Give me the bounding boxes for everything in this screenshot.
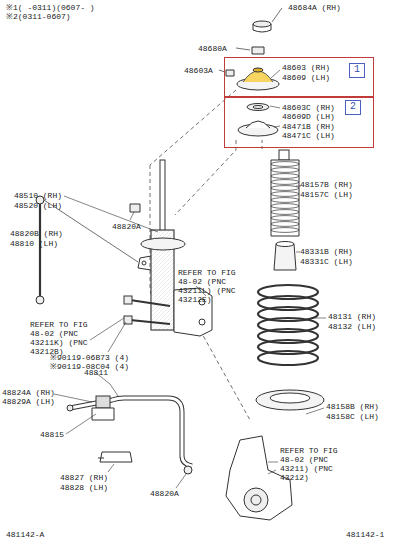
part-number: 48820B (RH)	[10, 229, 63, 238]
bellows-fold	[271, 198, 299, 203]
reference-note: REFER TO FIG 48-02 (PNC 43211L) (PNC 432…	[178, 268, 242, 304]
part-number: 48684A (RH)	[288, 3, 341, 12]
reference-note: REFER TO FIG 48-02 (PNC 43211) (PNC 4321…	[280, 446, 344, 482]
part-number: 48471C (LH)	[282, 131, 335, 140]
bellows-fold	[271, 180, 299, 185]
bellows-fold	[271, 192, 299, 197]
part-number: 48828 (LH)	[60, 483, 108, 492]
part-number: ※90119-06B73 (4)	[50, 353, 129, 362]
part-number: 48158C (LH)	[326, 412, 379, 421]
part-number: 48132 (LH)	[328, 322, 376, 331]
part-number: 481142-1	[346, 530, 384, 539]
part-number: 48603 (RH)	[282, 63, 330, 72]
highlight-box: 48603C (RH)48609D (LH)48471B (RH)48471C …	[224, 97, 374, 148]
callout-number: 2	[350, 101, 356, 112]
bellows-fold	[271, 162, 299, 167]
part-number: 48680A	[198, 44, 227, 53]
part-number: 48810 (LH)	[10, 239, 58, 248]
callout-box: 1	[349, 63, 365, 78]
part-number: 48603A	[184, 66, 213, 75]
callout-box: 2	[345, 100, 361, 115]
part-number: ※2(0311-0607)	[6, 12, 71, 21]
part-number: 48131 (RH)	[328, 312, 376, 321]
part-number: 481142-A	[6, 530, 44, 539]
bellows-fold	[271, 216, 299, 221]
highlight-box: 48603 (RH)48609 (LH) 1	[224, 57, 374, 97]
part-number: 48520 (LH)	[14, 201, 62, 210]
bellows-fold	[271, 222, 299, 227]
part-number: 48510 (RH)	[14, 191, 62, 200]
part-number: 48609 (LH)	[282, 73, 330, 82]
part-number: 48609D (LH)	[282, 112, 335, 121]
part-number: 48157B (RH)	[300, 180, 353, 189]
callout-number: 1	[354, 64, 360, 75]
part-number: ※1( -0311)(0607- )	[6, 3, 95, 12]
part-number: 48331B (RH)	[300, 247, 353, 256]
part-number: 48827 (RH)	[60, 473, 108, 482]
part-number: 48811	[84, 368, 108, 377]
part-number: 48471B (RH)	[282, 122, 335, 131]
bellows-fold	[271, 204, 299, 209]
coil-turn	[258, 351, 318, 365]
part-number: 48603C (RH)	[282, 103, 335, 112]
part-number: 48157C (LH)	[300, 190, 353, 199]
part-number: 48824A (RH)	[2, 388, 55, 397]
part-number: 48820A	[112, 222, 141, 231]
bellows-fold	[271, 174, 299, 179]
bellows-fold	[271, 228, 299, 233]
reference-note: REFER TO FIG 48-02 (PNC 43211K) (PNC 432…	[30, 320, 94, 356]
part-number: 48331C (LH)	[300, 257, 353, 266]
bellows-fold	[271, 186, 299, 191]
part-number: 48815	[40, 430, 64, 439]
bellows-fold	[271, 210, 299, 215]
part-number: 48158B (RH)	[326, 402, 379, 411]
part-number: 48829A (LH)	[2, 397, 55, 406]
bellows-fold	[271, 168, 299, 173]
part-number: 48820A	[150, 489, 179, 498]
